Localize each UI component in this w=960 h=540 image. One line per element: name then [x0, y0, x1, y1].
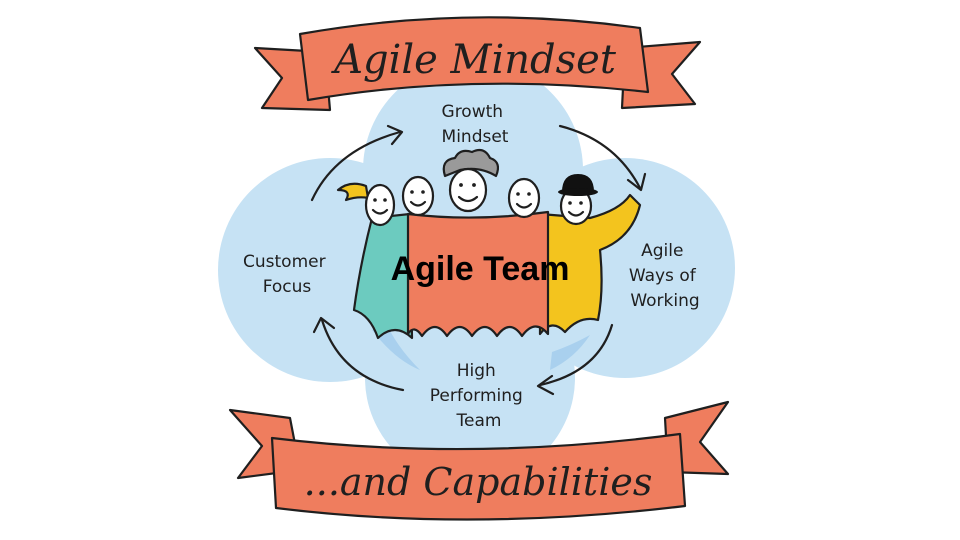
person-body-teal	[352, 212, 414, 340]
bowler-hat-icon	[558, 174, 598, 196]
smiley-face-icon	[401, 175, 435, 217]
top-banner-body	[298, 16, 650, 102]
cycle-arrows	[310, 124, 647, 396]
curved-arrow-icon	[310, 124, 404, 202]
node-growth-mindset: Growth Mindset	[442, 102, 509, 147]
smiley-face-icon	[364, 183, 396, 227]
node-high-performing-team: High Performing Team	[430, 361, 528, 431]
person-body-yellow	[538, 193, 642, 336]
bottom-banner: ...and Capabilities	[228, 400, 730, 521]
top-banner: Agile Mindset	[253, 16, 702, 112]
team-banner-body	[406, 210, 550, 338]
top-banner-title: Agile Mindset	[330, 37, 617, 83]
team-label: Agile Team	[391, 250, 570, 288]
hair-streak	[336, 182, 370, 202]
hair-curly	[442, 148, 500, 178]
curved-arrow-icon	[536, 323, 614, 396]
smiley-face-icon	[448, 167, 488, 213]
bottom-banner-body	[270, 432, 687, 521]
node-agile-ways-of-working: Agile Ways of Working	[629, 241, 701, 311]
bottom-banner-title: ...and Capabilities	[304, 460, 653, 504]
curved-arrow-icon	[558, 124, 647, 192]
curved-arrow-icon	[312, 316, 405, 392]
circle-overlap-right	[550, 335, 590, 370]
smiley-face-icon	[507, 177, 541, 219]
team-figure: Agile Team	[336, 148, 642, 340]
node-customer-focus: Customer Focus	[243, 252, 331, 297]
